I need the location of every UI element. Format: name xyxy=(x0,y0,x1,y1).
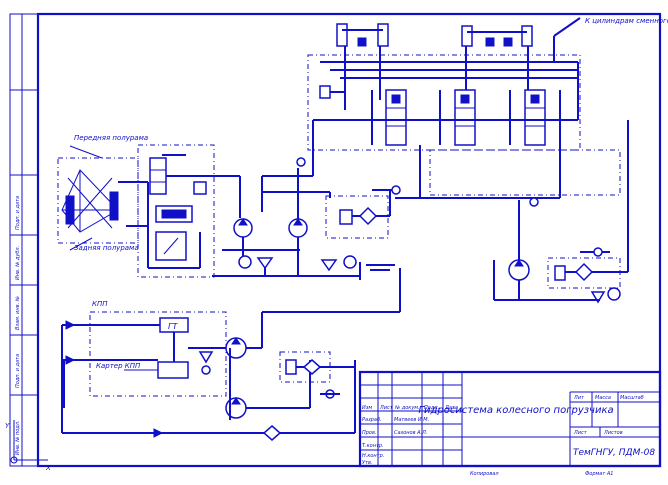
drawing-title-text: Гидросистема колесного погрузчика xyxy=(418,405,613,416)
strip-label-2: Подп. и дата xyxy=(15,354,21,388)
kpp-housing xyxy=(157,361,189,379)
name-checker: Сазонов А.Л. xyxy=(394,430,428,436)
row-header-doc: № докум. xyxy=(394,405,420,411)
outer-frame xyxy=(36,12,662,468)
cylinder-pair-left xyxy=(336,23,389,47)
cylinder-pair-right xyxy=(461,25,533,47)
central-hydraulics xyxy=(166,157,360,277)
organization-code: ТемГНГУ, ПДМ-08 xyxy=(573,448,655,458)
valve-section-1 xyxy=(385,89,407,146)
label-kpp-text: КПП xyxy=(92,300,108,308)
label-kpp-housing: Картер КПП xyxy=(96,362,141,370)
axis-x-label: X xyxy=(45,464,51,472)
role-tcontrol: Т.контр. xyxy=(362,443,384,449)
row-header-sign: Подп. xyxy=(424,405,439,411)
sheet-label: Лист xyxy=(573,430,588,436)
col-scale: Масштаб xyxy=(620,395,644,401)
label-front-half-frame: Передняя полурама xyxy=(74,134,148,142)
transmission-block: КПП ГТ Картер КПП xyxy=(62,268,401,420)
valve-section-3 xyxy=(524,89,546,146)
role-developer: Разраб. xyxy=(362,417,382,423)
role-approved: Утв. xyxy=(362,460,373,466)
title-block: Изм Лист № докум. Подп. Дата Разраб. Про… xyxy=(358,370,662,477)
strip-label-3: Взам. инв. № xyxy=(15,296,21,330)
strip-label-5: Подп. и дата xyxy=(15,196,21,230)
coordinate-axes: Y X xyxy=(5,420,51,472)
distributor-assembly: К цилиндрам сменного оборудования xyxy=(307,17,668,196)
strip-label-4: Инв. № дубл. xyxy=(15,246,21,280)
role-checker: Пров. xyxy=(362,430,377,436)
side-strip: Инв. № подл. Подп. и дата Взам. инв. № И… xyxy=(9,13,39,467)
tank-row xyxy=(320,255,395,280)
label-gt-text: ГТ xyxy=(168,322,178,331)
strip-label-1: Инв. № подл. xyxy=(15,421,21,456)
filter-group-middle xyxy=(325,185,401,239)
drawing-title: Гидросистема колесного погрузчика xyxy=(418,405,613,416)
name-developer: Матвеев И.М. xyxy=(394,417,429,423)
copied-label: Копировал xyxy=(470,471,499,477)
sheets-label: Листов xyxy=(603,430,623,436)
label-to-cylinders: К цилиндрам сменного оборудования xyxy=(585,17,668,25)
label-front-half-frame-text: Передняя полурама xyxy=(74,134,148,142)
format-label: Формат А1 xyxy=(585,471,613,477)
label-to-cylinders-text: К цилиндрам сменного оборудования xyxy=(585,17,668,25)
row-header-list: Лист xyxy=(379,405,394,411)
row-header-date: Дата xyxy=(444,405,458,411)
steering-assembly: Передняя полурама Задняя полурама xyxy=(57,134,148,252)
valve-section-2 xyxy=(454,89,476,146)
row-header-izm: Изм xyxy=(362,405,372,411)
role-ncontrol: Н.контр. xyxy=(362,453,384,459)
steering-control-block xyxy=(137,144,215,278)
label-rear-half-frame-text: Задняя полурама xyxy=(74,244,139,252)
right-pump-group xyxy=(395,120,629,304)
label-kpp-housing-text: Картер КПП xyxy=(96,362,141,370)
label-gt: ГТ xyxy=(168,322,178,331)
col-mass: Масса xyxy=(595,395,611,401)
label-rear-half-frame: Задняя полурама xyxy=(74,244,139,252)
col-lit: Лит xyxy=(573,395,585,401)
label-kpp: КПП xyxy=(92,300,108,308)
lower-return-loop xyxy=(61,320,356,441)
axis-y-label: Y xyxy=(5,422,10,430)
